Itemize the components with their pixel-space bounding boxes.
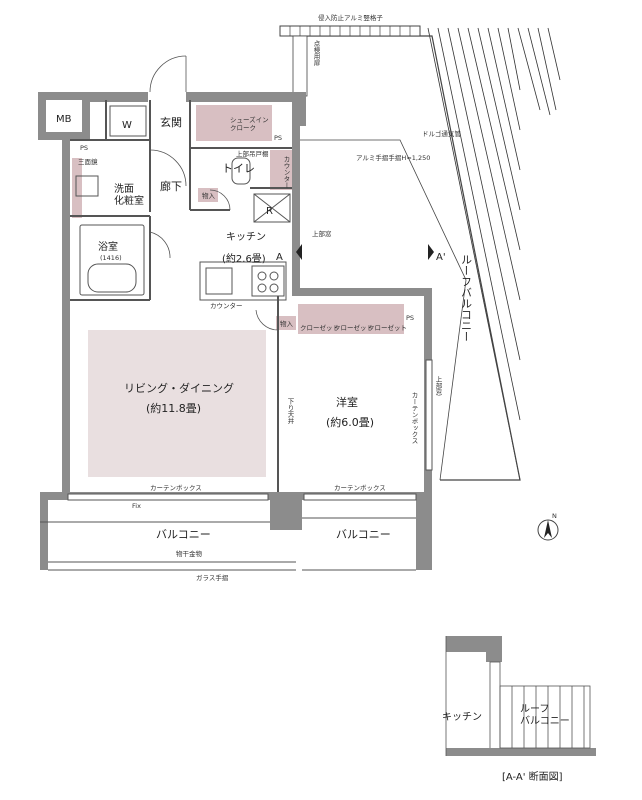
roof-balcony-label: ルーフバルコニー	[460, 254, 473, 342]
storage-1-label: 物入	[202, 191, 216, 200]
upper-cabinet-label: 上部吊戸棚	[236, 149, 269, 158]
corridor-label: 廊下	[160, 179, 182, 193]
section-arrow-b	[428, 244, 434, 260]
ps-left-label: PS	[80, 144, 88, 152]
section-caption: [A-A' 断面図]	[502, 770, 563, 783]
counter-fill	[270, 150, 292, 190]
balcony-left-label: バルコニー	[156, 528, 211, 541]
section-drawing	[445, 636, 596, 756]
inspection-shaft	[292, 35, 308, 97]
refrigerator-label: R	[266, 206, 273, 217]
interior-walls	[70, 100, 292, 492]
north-label: N	[552, 512, 557, 520]
living-size-label: (約11.8畳)	[146, 401, 201, 415]
drying-hardware-label: 物干金物	[176, 549, 203, 558]
balcony-right-label: バルコニー	[336, 528, 391, 541]
closet-2-label: クローゼット	[334, 323, 373, 332]
balcony-lines	[40, 517, 416, 571]
ps-right-label: PS	[406, 314, 414, 322]
shoes-in-cloak-fill	[196, 105, 272, 141]
drop-ceiling-label: 下り天井	[286, 398, 294, 426]
w-label: W	[122, 120, 132, 131]
sanmenkyo-label: 三面鏡	[78, 157, 98, 166]
bathroom-label: 浴室	[98, 240, 118, 253]
bath-size-label: (1416)	[100, 254, 122, 262]
aluminum-handrail-label: アルミ手摺手摺H=1,250	[356, 153, 430, 162]
toilet-label: トイレ	[222, 162, 255, 175]
shoes-in-cloak-label: シューズインクローク	[230, 115, 269, 132]
section-arrow-a	[296, 244, 302, 260]
genkan-label: 玄関	[160, 115, 182, 129]
section-roof-balcony-label: ルーフバルコニー	[520, 704, 570, 727]
storage-fill-2	[276, 316, 296, 330]
living-floor-tint	[88, 330, 266, 477]
upper-window-label: 上部窓	[312, 229, 332, 238]
counter-vertical-label: カウンター	[282, 156, 290, 189]
closet-1-label: クローゼット	[300, 323, 339, 332]
fixtures	[75, 105, 291, 301]
living-label: リビング・ダイニング	[124, 381, 234, 395]
upper-window-2-label: 上部窓	[434, 375, 442, 396]
windows	[67, 359, 433, 501]
kitchen-size-label: (約2.6畳)	[222, 252, 266, 265]
mb-label: MB	[56, 114, 72, 125]
counter-label: カウンター	[210, 301, 243, 310]
western-size-label: (約6.0畳)	[326, 415, 374, 429]
section-kitchen-label: キッチン	[442, 711, 482, 723]
washroom-label: 洗面化粧室	[114, 183, 144, 207]
storage-2-label: 物入	[280, 319, 294, 328]
mirror-fill	[72, 158, 82, 218]
closet-3-label: クローゼット	[368, 323, 407, 332]
section-marker-a-prime: A'	[436, 252, 446, 263]
ps-top-label: PS	[274, 134, 282, 142]
anti-intrusion-grille-label: 侵入防止アルミ竪格子	[318, 13, 383, 22]
storage-fill-1	[198, 188, 218, 202]
section-marker-a: A	[276, 252, 283, 263]
curtain-box-ld-label: カーテンボックス	[150, 484, 202, 492]
glass-handrail-label: ガラス手摺	[196, 573, 229, 582]
drain-vent-label: ドルゴ通気管	[422, 129, 461, 138]
closet-fill	[298, 304, 404, 334]
roof-balcony-hatch	[427, 27, 561, 481]
curtain-box-side-label: カーテンボックス	[410, 392, 418, 445]
fix-label: Fix	[132, 502, 141, 510]
inspection-door-label: 点検用扉	[312, 40, 320, 68]
kitchen-label: キッチン	[226, 231, 266, 243]
curtain-box-western-label: カーテンボックス	[334, 484, 386, 492]
aluminum-handrail-line	[300, 139, 467, 481]
western-room-label: 洋室	[336, 395, 358, 409]
door-swings	[149, 55, 279, 331]
north-arrow-icon	[544, 520, 552, 538]
